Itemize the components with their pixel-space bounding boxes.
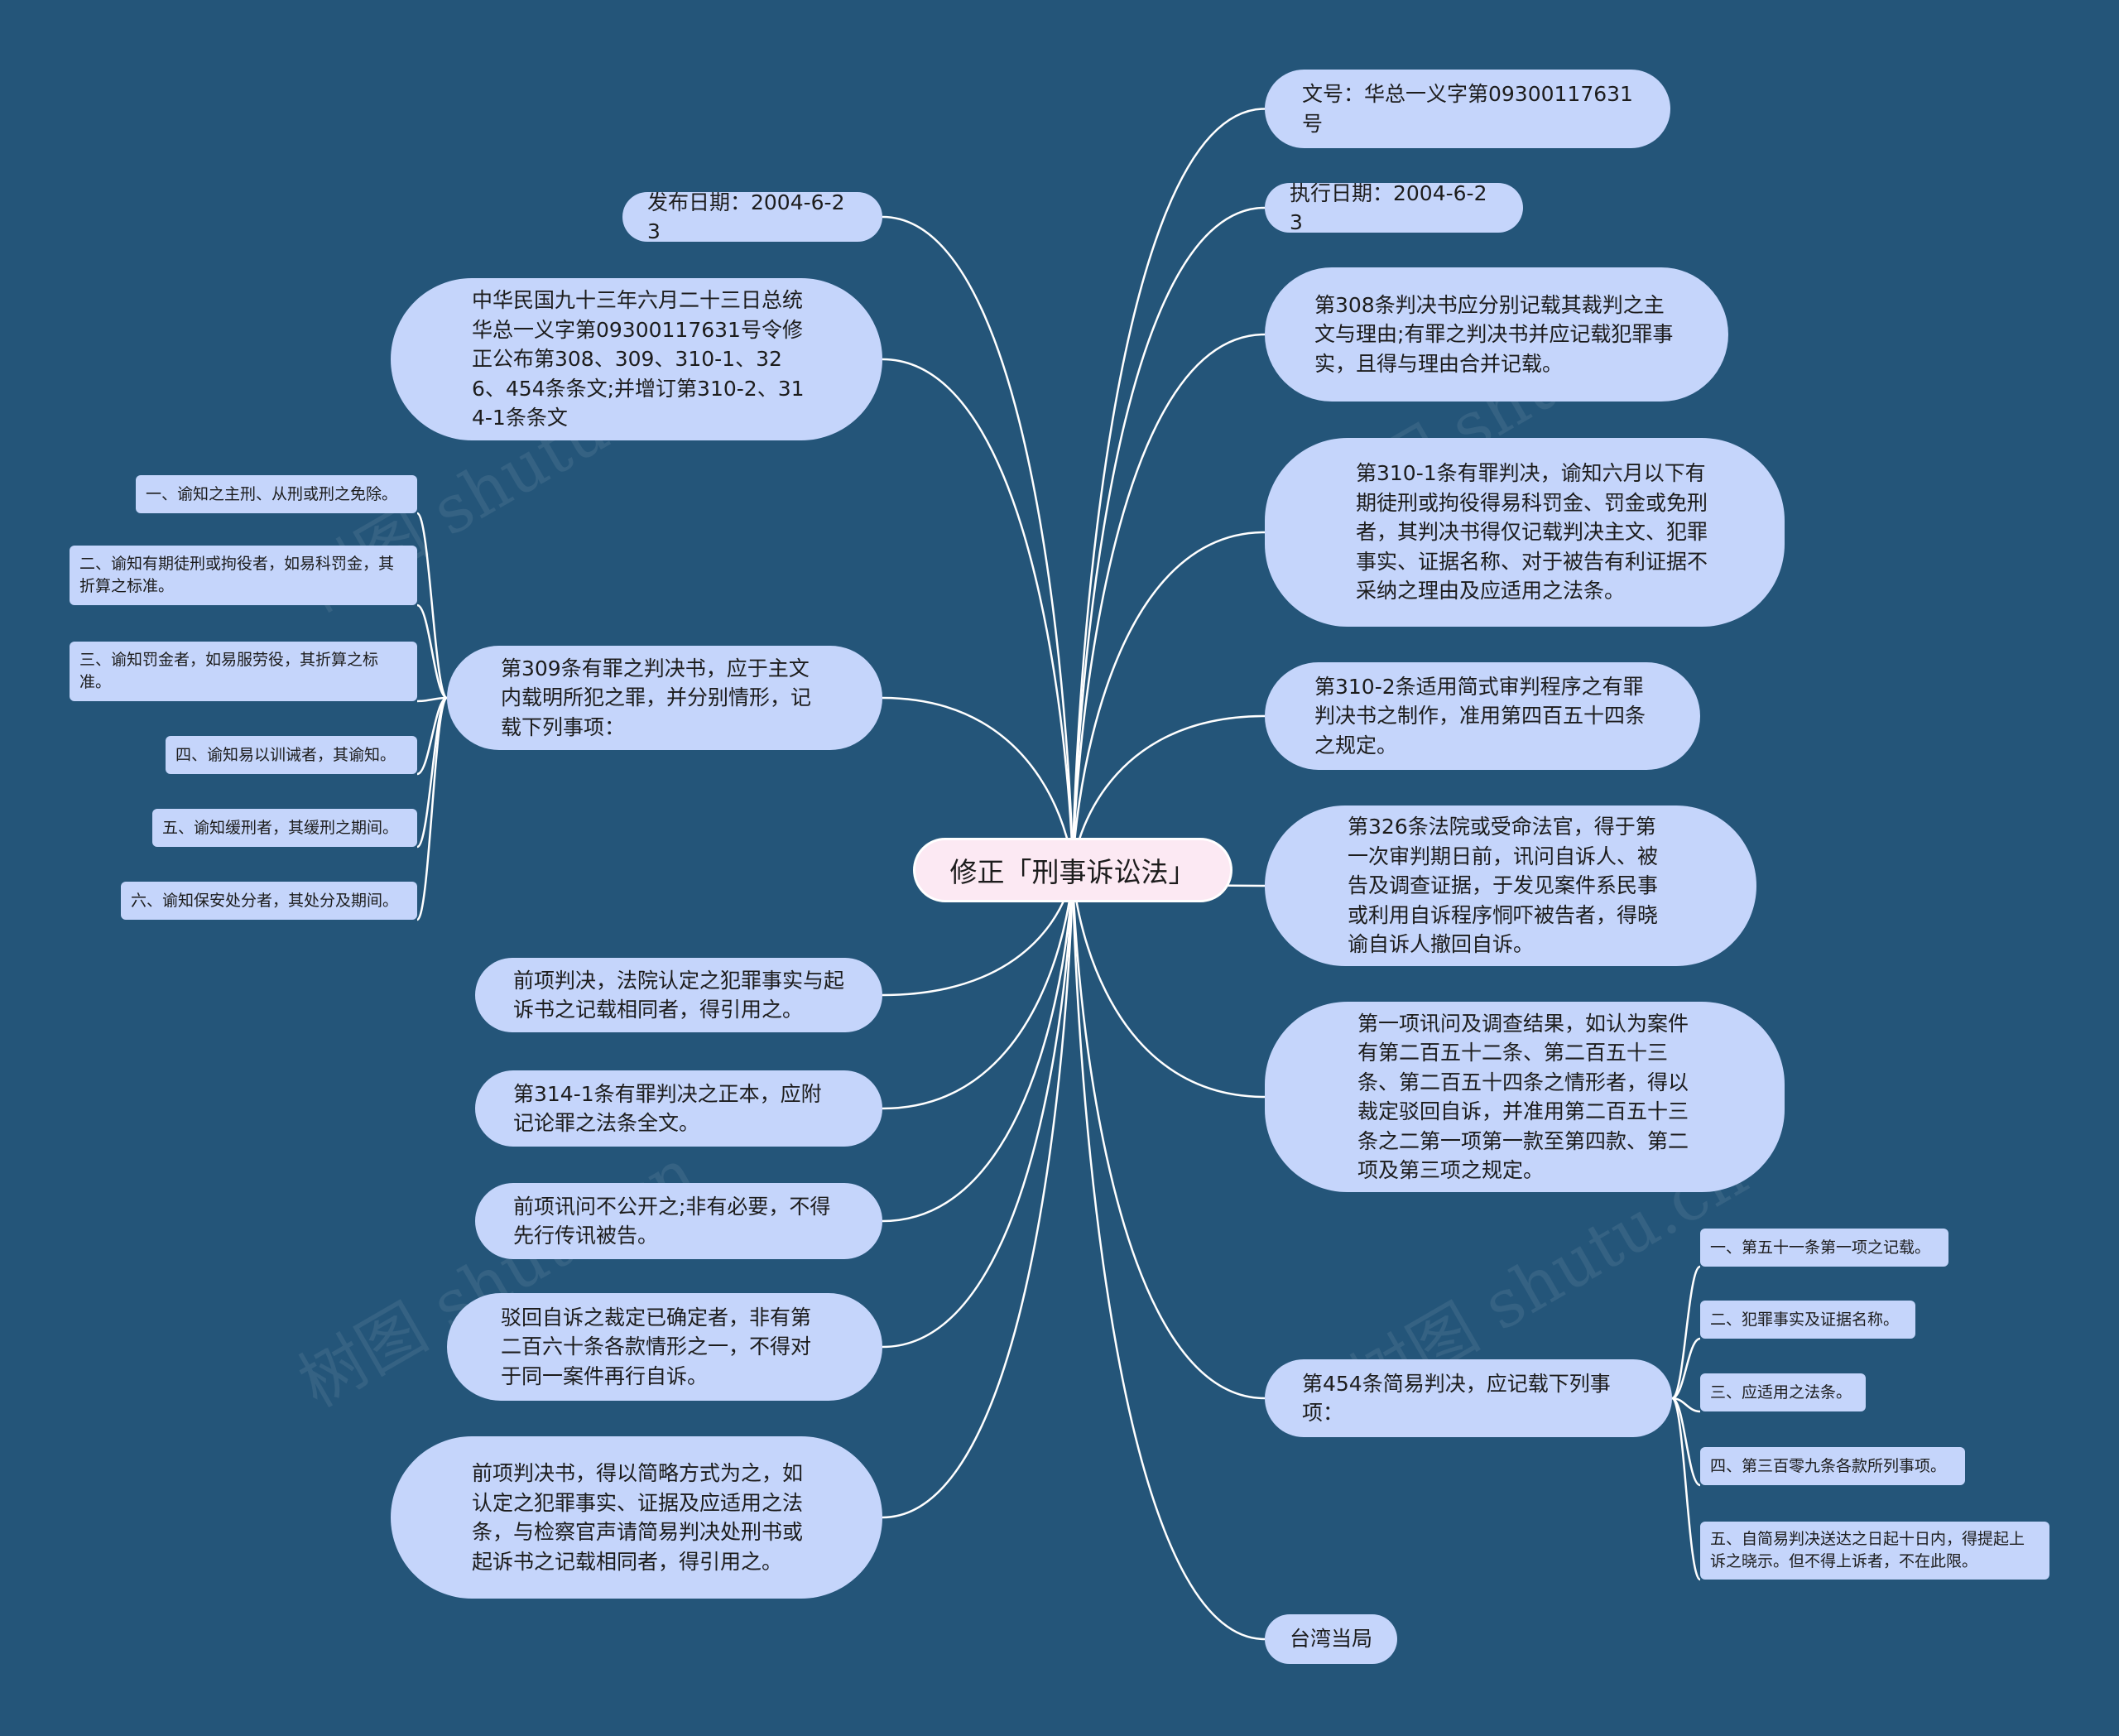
node-prev-inquiry[interactable]: 前项讯问不公开之;非有必要，不得先行传讯被告。: [475, 1183, 882, 1259]
connector-line: [1071, 869, 1266, 1641]
node-exec-date[interactable]: 执行日期：2004-6-23: [1265, 181, 1523, 234]
leaf-309-item-3[interactable]: 三、谕知罚金者，如易服劳役，其折算之标准。: [70, 642, 417, 701]
node-article-454[interactable]: 第454条简易判决，应记载下列事项：: [1265, 1359, 1672, 1437]
connector-line: [882, 358, 1074, 871]
connector-line: [1671, 1397, 1701, 1487]
node-doc-number[interactable]: 文号：华总一义字第09300117631号: [1265, 70, 1670, 148]
connector-line: [1071, 869, 1266, 1099]
connector-line: [882, 215, 1074, 871]
node-promulgation[interactable]: 中华民国九十三年六月二十三日总统华总一义字第09300117631号令修正公布第…: [391, 278, 882, 440]
node-article-326[interactable]: 第326条法院或受命法官，得于第一次审判期日前，讯问自诉人、被告及调查证据，于发…: [1265, 805, 1756, 966]
connector-line: [882, 869, 1074, 1349]
connector-line: [1071, 333, 1266, 871]
connector-line: [1670, 1397, 1702, 1581]
node-article-314-1[interactable]: 第314-1条有罪判决之正本，应附记论罪之法条全文。: [475, 1070, 882, 1147]
connector-line: [416, 696, 449, 921]
node-article-310-2[interactable]: 第310-2条适用简式审判程序之有罪判决书之制作，准用第四百五十四条之规定。: [1265, 662, 1700, 770]
connector-line: [416, 512, 449, 700]
node-taiwan[interactable]: 台湾当局: [1265, 1614, 1397, 1664]
connector-line: [1071, 108, 1266, 871]
leaf-309-item-1[interactable]: 一、谕知之主刑、从刑或刑之免除。: [136, 475, 417, 513]
connector-line: [1071, 206, 1266, 871]
root-node[interactable]: 修正「刑事诉讼法」: [913, 838, 1232, 902]
connector-line: [882, 869, 1074, 1519]
node-dismissal[interactable]: 驳回自诉之裁定已确定者，非有第二百六十条各款情形之一，不得对于同一案件再行自诉。: [447, 1293, 882, 1401]
leaf-454-item-5[interactable]: 五、自简易判决送达之日起十日内，得提起上诉之晓示。但不得上诉者，不在此限。: [1700, 1522, 2049, 1580]
connector-line: [416, 696, 448, 703]
leaf-454-item-2[interactable]: 二、犯罪事实及证据名称。: [1700, 1301, 1915, 1339]
connector-line: [1071, 869, 1266, 1400]
leaf-454-item-1[interactable]: 一、第五十一条第一项之记载。: [1700, 1229, 1948, 1267]
connector-line: [1071, 531, 1266, 871]
leaf-309-item-5[interactable]: 五、谕知缓刑者，其缓刑之期间。: [152, 809, 417, 847]
node-article-309[interactable]: 第309条有罪之判决书，应于主文内载明所犯之罪，并分别情形，记载下列事项：: [447, 646, 882, 750]
connector-line: [1671, 1397, 1701, 1413]
leaf-309-item-2[interactable]: 二、谕知有期徒刑或拘役者，如易科罚金，其折算之标准。: [70, 546, 417, 605]
node-simplified-judgment[interactable]: 前项判决书，得以简略方式为之，如认定之犯罪事实、证据及应适用之法条，与检察官声请…: [391, 1436, 882, 1599]
connector-line: [882, 869, 1074, 1110]
connector-line: [882, 869, 1074, 1223]
node-article-308[interactable]: 第308条判决书应分别记载其裁判之主文与理由;有罪之判决书并应记载犯罪事实，且得…: [1265, 267, 1728, 402]
leaf-309-item-4[interactable]: 四、谕知易以训诫者，其谕知。: [166, 736, 417, 774]
connector-line: [1671, 1337, 1701, 1400]
leaf-454-item-3[interactable]: 三、应适用之法条。: [1700, 1373, 1866, 1411]
leaf-309-item-6[interactable]: 六、谕知保安处分者，其处分及期间。: [121, 882, 417, 920]
connector-line: [416, 696, 449, 849]
connector-line: [416, 604, 448, 700]
leaf-454-item-4[interactable]: 四、第三百零九条各款所列事项。: [1700, 1447, 1965, 1485]
node-article-310-1[interactable]: 第310-1条有罪判决，谕知六月以下有期徒刑或拘役得易科罚金、罚金或免刑者，其判…: [1265, 438, 1785, 627]
connector-line: [1670, 1265, 1702, 1400]
connector-line: [416, 696, 448, 776]
node-publish-date[interactable]: 发布日期：2004-6-23: [622, 190, 882, 243]
node-item1-result[interactable]: 第一项讯问及调查结果，如认为案件有第二百五十二条、第二百五十三条、第二百五十四条…: [1265, 1002, 1785, 1192]
node-prev-judgment[interactable]: 前项判决，法院认定之犯罪事实与起诉书之记载相同者，得引用之。: [475, 958, 882, 1032]
